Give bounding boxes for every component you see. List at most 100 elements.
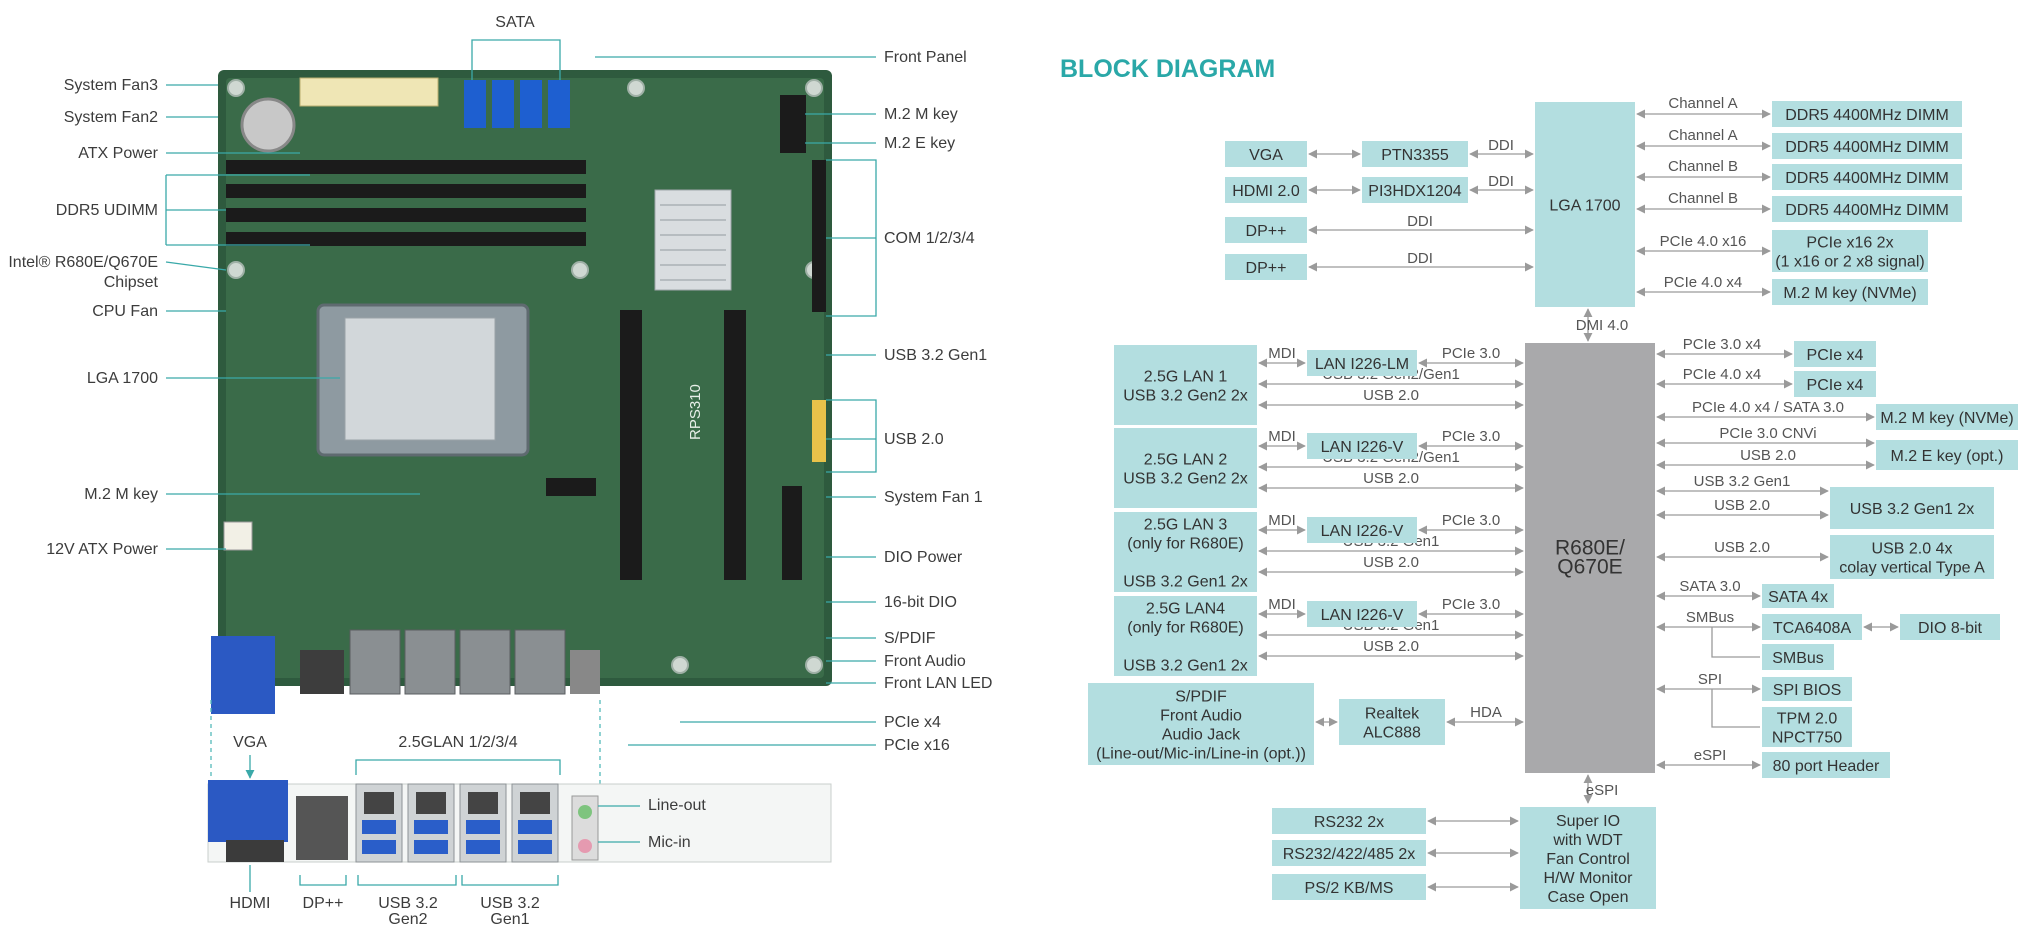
- lan-group-box: 2.5G LAN 3(only for R680E)USB 3.2 Gen1 2…: [1114, 512, 1257, 592]
- lan-group-box-rect: [1114, 596, 1257, 676]
- pcie-x4-box-1-rect: [1794, 341, 1876, 367]
- hdmi-box: HDMI 2.0: [1225, 177, 1307, 203]
- link-label: PCIe 3.0: [1442, 596, 1500, 613]
- board-label-left: CPU Fan: [92, 303, 158, 320]
- board-label-left: 12V ATX Power: [46, 541, 158, 558]
- link-label: Channel A: [1668, 95, 1737, 112]
- ddr5-dimm-box-text: DDR5 4400MHz DIMM: [1785, 107, 1949, 124]
- lan-group-box-text: USB 3.2 Gen2 2x: [1123, 388, 1248, 405]
- heatsink-fins: [660, 204, 726, 281]
- io-label-hdmi: HDMI: [230, 895, 271, 912]
- dio-8bit-box: DIO 8-bit: [1900, 614, 2000, 640]
- audio-jack-box-text: S/PDIF: [1175, 689, 1227, 706]
- sio-left-box-rect: [1272, 840, 1426, 866]
- ddr5-dimm-box: DDR5 4400MHz DIMM: [1772, 196, 1962, 222]
- m2-m-key-pch-box: M.2 M key (NVMe): [1876, 404, 2018, 430]
- tpm-box-text: NPCT750: [1772, 730, 1842, 747]
- ddr5-dimm-box: DDR5 4400MHz DIMM: [1772, 164, 1962, 190]
- io-label-line-out: Line-out: [648, 797, 706, 814]
- port80-header-box: 80 port Header: [1762, 752, 1890, 778]
- ddr5-dimm-slots: [226, 160, 586, 246]
- link-label: MDI: [1268, 596, 1296, 613]
- io-label-dp: DP++: [303, 895, 344, 912]
- link-label: DDI: [1488, 173, 1514, 190]
- super-io-box-text: with WDT: [1552, 832, 1623, 849]
- rear-io-panel: [207, 780, 832, 863]
- realtek-codec-box-text: Realtek: [1365, 706, 1420, 723]
- ddr5-dimm-box-rect: [1772, 164, 1962, 190]
- dp-connector: [300, 650, 344, 694]
- board-label-right: USB 3.2 Gen1: [884, 347, 987, 364]
- lan-bracket: [355, 759, 561, 775]
- link-label: Channel B: [1668, 190, 1738, 207]
- com-header: [812, 160, 826, 312]
- sio-left-box: PS/2 KB/MS: [1272, 874, 1426, 900]
- m2-m-key-cpu-box-text: M.2 M key (NVMe): [1783, 285, 1916, 302]
- realtek-codec-box-rect: [1339, 699, 1445, 745]
- line-out-jack: [578, 805, 592, 819]
- link-label: PCIe 3.0: [1442, 428, 1500, 445]
- pch-box-rect: [1525, 343, 1655, 773]
- link-label: eSPI: [1694, 747, 1727, 764]
- lan-group-box-text: USB 3.2 Gen2 2x: [1123, 471, 1248, 488]
- ptn3355-box-rect: [1362, 141, 1468, 167]
- lan-group-box-rect: [1114, 512, 1257, 592]
- lan-chip-box-rect: [1307, 433, 1417, 459]
- cmos-battery: [240, 97, 296, 153]
- m2-e-key-box-rect: [1876, 440, 2018, 470]
- link-label: DDI: [1407, 213, 1433, 230]
- dp1-box-text: DP++: [1246, 223, 1287, 240]
- io-guides: [210, 700, 601, 790]
- ddr5-dimm-box-text: DDR5 4400MHz DIMM: [1785, 170, 1949, 187]
- board-label-left: Chipset: [104, 274, 159, 291]
- link-label: DDI: [1488, 137, 1514, 154]
- m2-m-key-slot-top: [780, 95, 806, 153]
- board-label-right: Front Audio: [884, 653, 966, 670]
- hdmi-box-rect: [1225, 177, 1307, 203]
- board-label-right: Front LAN LED: [884, 675, 992, 692]
- link-label: PCIe 4.0 x4 / SATA 3.0: [1692, 399, 1844, 416]
- silk-model: RPS310: [687, 384, 704, 440]
- usb20-4x-box-text: colay vertical Type A: [1839, 560, 1985, 577]
- ddr5-dimm-box: DDR5 4400MHz DIMM: [1772, 133, 1962, 159]
- pcie-x4-box-1: PCIe x4: [1794, 341, 1876, 367]
- usb20-4x-box-rect: [1830, 535, 1994, 579]
- link-line: [1711, 627, 1760, 658]
- mic-in-jack: [578, 839, 592, 853]
- usb2-headers: [812, 400, 826, 462]
- link-label: PCIe 3.0: [1442, 345, 1500, 362]
- 12v-power-connector: [223, 521, 253, 551]
- ddr5-dimm-box-rect: [1772, 133, 1962, 159]
- socket-cover: [344, 317, 496, 441]
- sata-4x-box-text: SATA 4x: [1768, 589, 1828, 606]
- port80-header-box-text: 80 port Header: [1773, 758, 1880, 775]
- io-label-usb-gen2: Gen2: [388, 911, 427, 928]
- lan-chip-box: LAN I226-LM: [1307, 350, 1417, 376]
- pcie-x16-box-rect: [1772, 230, 1928, 272]
- sata-ports: [464, 80, 570, 128]
- vga-box: VGA: [1225, 141, 1307, 167]
- m2-m-key-cpu-box-rect: [1772, 279, 1928, 305]
- dio-8bit-box-rect: [1900, 614, 2000, 640]
- pcie-x16-box-text: (1 x16 or 2 x8 signal): [1775, 254, 1924, 271]
- link-label: SMBus: [1686, 609, 1734, 626]
- pch-box-text: Q670E: [1557, 556, 1622, 579]
- lan-group-box: 2.5G LAN4(only for R680E)USB 3.2 Gen1 2x: [1114, 596, 1257, 676]
- vga-connector: [211, 636, 275, 714]
- sio-left-box-text: RS232/422/485 2x: [1283, 846, 1416, 863]
- pcie-x4-box-2-text: PCIe x4: [1807, 377, 1864, 394]
- link-line: [1711, 689, 1760, 728]
- sata-bracket: [471, 39, 561, 80]
- motherboard-illustration: RPS310: [210, 70, 832, 790]
- board-label-left: LGA 1700: [87, 370, 158, 387]
- usb-gen2-bracket: [357, 875, 457, 886]
- sio-left-box-rect: [1272, 808, 1426, 834]
- link-label: USB 3.2 Gen1: [1694, 473, 1791, 490]
- smbus-box-rect: [1762, 644, 1834, 670]
- link-label: DDI: [1407, 250, 1433, 267]
- lan-chip-box-rect: [1307, 517, 1417, 543]
- audio-jack-box-rect: [1088, 683, 1314, 765]
